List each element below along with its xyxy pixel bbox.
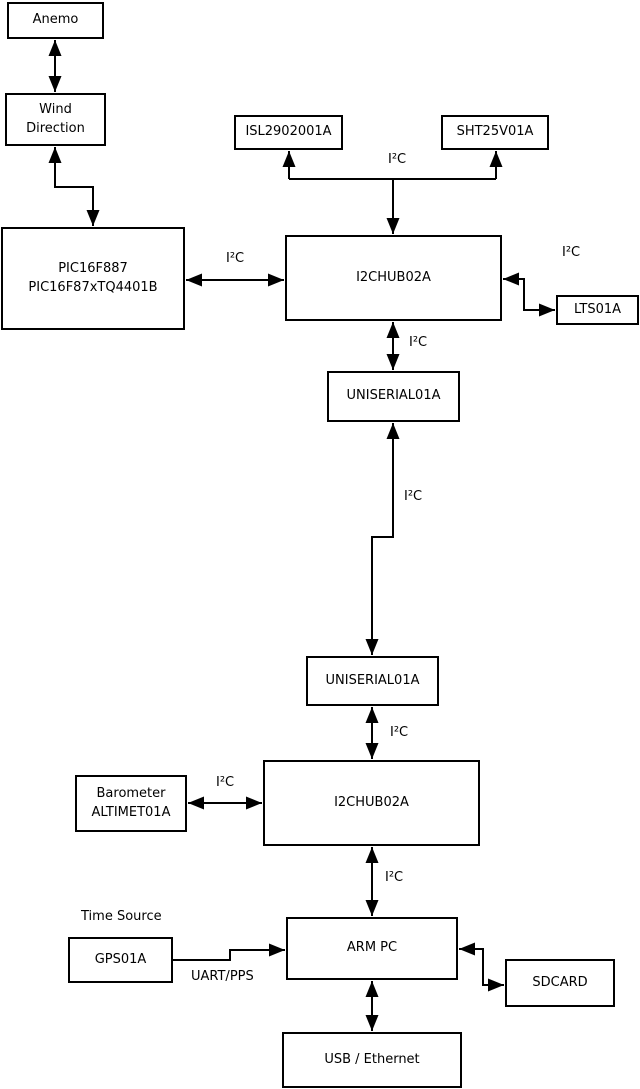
block-label: UNISERIAL01A	[325, 672, 420, 688]
block-label: LTS01A	[573, 301, 622, 317]
edge-armpc-sdcard	[459, 942, 504, 992]
block-label-line1: PIC16F887	[58, 260, 128, 276]
block-label-line1: Wind	[39, 101, 72, 117]
block-i2chub02a-upper: I2CHUB02A	[285, 235, 502, 321]
block-pic16f887: PIC16F887 PIC16F87xTQ4401B	[1, 227, 185, 330]
edge-label-i2c-sensor-bus: I²C	[388, 152, 407, 167]
edge-gps-armpc	[173, 943, 285, 961]
block-usb-ethernet: USB / Ethernet	[282, 1032, 462, 1088]
block-label: UNISERIAL01A	[346, 388, 441, 404]
block-arm-pc: ARM PC	[286, 917, 458, 980]
label-time-source: Time Source	[81, 909, 162, 924]
block-label: ARM PC	[346, 940, 398, 956]
edge-label-i2c-uniserial2-hub2: I²C	[390, 725, 409, 740]
block-lts01a: LTS01A	[556, 295, 639, 325]
block-sdcard: SDCARD	[505, 959, 615, 1007]
block-anemometer: Anemo	[7, 2, 104, 39]
block-label: ISL2902001A	[245, 124, 332, 140]
block-label-line2: ALTIMET01A	[91, 804, 171, 820]
edge-label-i2c-pic-hub1: I²C	[226, 251, 245, 266]
edge-label-i2c-uniserial-link: I²C	[404, 489, 423, 504]
block-uniserial01a-upper: UNISERIAL01A	[327, 371, 460, 422]
block-i2chub02a-lower: I2CHUB02A	[263, 760, 480, 846]
edge-hub1-lts	[503, 272, 555, 317]
edge-uniserial1-uniserial2	[365, 423, 400, 655]
edge-wind-pic	[48, 147, 100, 226]
block-label: GPS01A	[94, 951, 147, 967]
block-label: USB / Ethernet	[324, 1051, 420, 1067]
block-barometer-altimet01a: Barometer ALTIMET01A	[75, 775, 187, 832]
block-uniserial01a-lower: UNISERIAL01A	[306, 656, 439, 706]
block-sht25v01a: SHT25V01A	[441, 115, 549, 150]
edge-label-uart-pps: UART/PPS	[191, 969, 254, 984]
edge-label-i2c-hub2-armpc: I²C	[385, 870, 404, 885]
edge-label-i2c-lts: I²C	[562, 245, 581, 260]
edge-label-i2c-hub1-uniserial1: I²C	[409, 335, 428, 350]
block-label-line1: Barometer	[96, 785, 166, 801]
block-label: SHT25V01A	[456, 124, 534, 140]
block-label-line2: PIC16F87xTQ4401B	[28, 279, 158, 295]
block-label-line2: Direction	[26, 120, 85, 136]
block-gps01a: GPS01A	[68, 937, 173, 983]
block-isl2902001a: ISL2902001A	[234, 115, 343, 150]
block-label: SDCARD	[532, 974, 588, 990]
block-label: Anemo	[32, 12, 79, 28]
block-label: I2CHUB02A	[356, 269, 431, 285]
edge-label-i2c-barometer: I²C	[216, 775, 235, 790]
block-wind-direction: Wind Direction	[5, 93, 106, 146]
block-label: I2CHUB02A	[334, 794, 409, 810]
